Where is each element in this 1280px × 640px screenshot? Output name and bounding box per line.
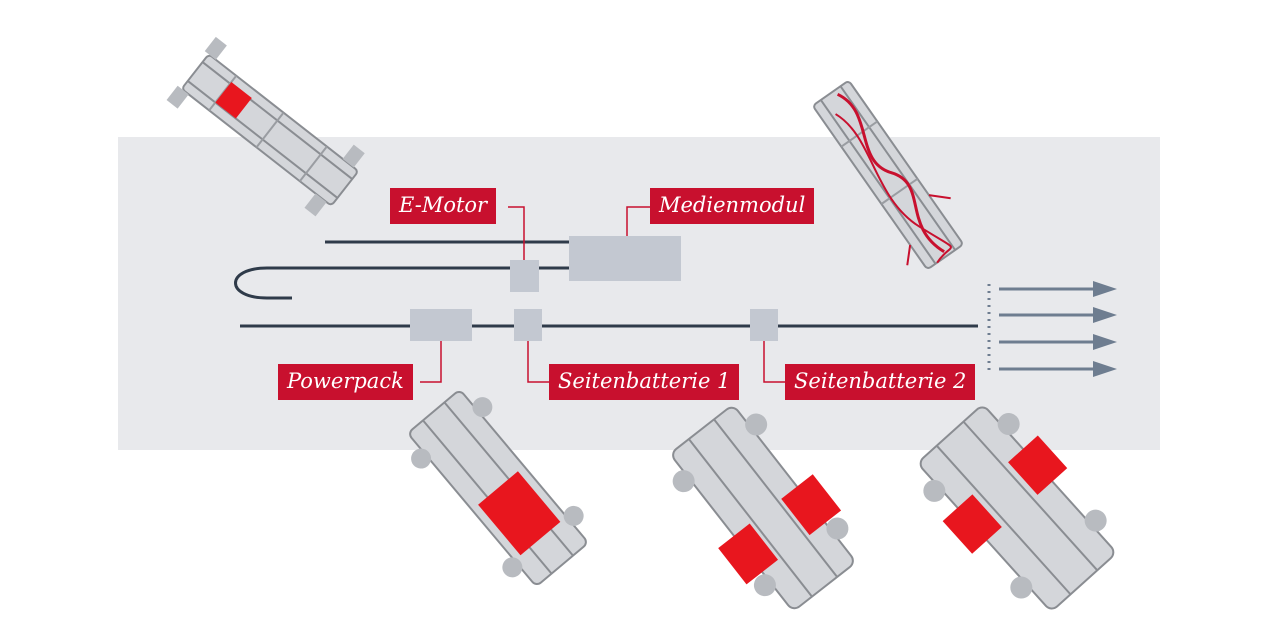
label-seitenbatterie-2: Seitenbatterie 2 [785, 364, 976, 400]
chassis-image-seitenbatterie-2 [919, 406, 1115, 610]
leader-lines [420, 206, 785, 383]
label-medienmodul: Medienmodul [650, 188, 815, 224]
chassis-image-powerpack [409, 390, 587, 586]
output-arrows [987, 281, 1117, 377]
seitenbatterie-1-station [514, 309, 542, 341]
seitenbatterie-2-station [750, 309, 778, 341]
chassis-image-top-right [813, 81, 963, 269]
label-emotor: E-Motor [390, 188, 497, 224]
label-powerpack: Powerpack [278, 364, 413, 400]
powerpack-station [410, 309, 472, 341]
chassis-image-seitenbatterie-1 [672, 406, 854, 610]
medienmodul-station [569, 236, 681, 281]
station-modules [410, 236, 778, 341]
emotor-station [510, 260, 539, 292]
chassis-image-top-left [166, 36, 365, 217]
label-seitenbatterie-1: Seitenbatterie 1 [549, 364, 740, 400]
